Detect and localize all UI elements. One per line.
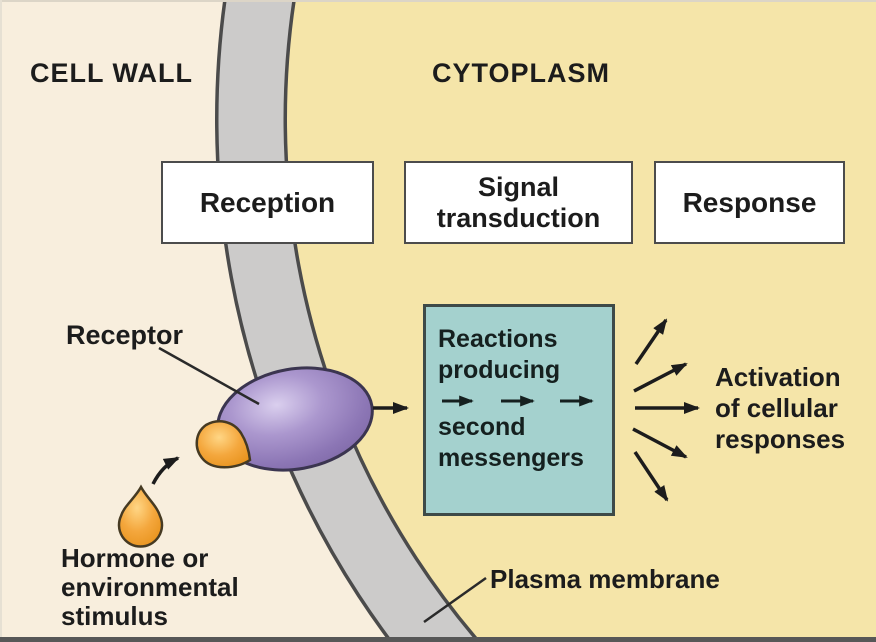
cytoplasm-label: CYTOPLASM: [432, 58, 611, 88]
plasma-membrane-label: Plasma membrane: [490, 564, 720, 594]
bound-ligand-droplet-icon: [195, 420, 252, 469]
reception-box: Reception: [161, 161, 374, 244]
signal-transduction-box-label: Signal transduction: [436, 171, 601, 233]
hormone-droplet-icon: [117, 484, 164, 548]
top-edge-line: [0, 0, 876, 2]
cell-wall-label: CELL WALL: [30, 58, 193, 88]
reaction-box-line: messengers: [438, 444, 584, 472]
fan-arrow-2: [633, 362, 688, 393]
reaction-box-line: second: [438, 413, 526, 441]
reaction-box-line: Reactions: [438, 325, 558, 353]
fan-arrow-5: [633, 451, 669, 502]
left-edge-line: [0, 0, 2, 642]
reaction-box-line: producing: [438, 356, 561, 384]
activation-responses-label: Activation of cellular responses: [715, 362, 846, 454]
response-box-label: Response: [682, 187, 817, 218]
bottom-edge-strip: [0, 637, 876, 642]
receptor-pointer-line: [158, 346, 260, 406]
reception-box-label: Reception: [199, 187, 336, 218]
reaction-chain-arrows: [442, 395, 594, 407]
plasma-membrane-band: [218, 0, 477, 642]
signal-transduction-box: Signal transduction: [404, 161, 633, 244]
response-fan-arrows: [632, 318, 700, 502]
second-messenger-reactions-box: Reactions producing second messengers: [423, 304, 615, 516]
hormone-stimulus-label: Hormone or environmental stimulus: [61, 543, 239, 631]
receptor-label: Receptor: [66, 320, 184, 350]
fan-arrow-4: [632, 427, 688, 459]
hormone-to-receptor-arrow: [151, 456, 180, 485]
fan-arrow-1: [634, 318, 668, 365]
plasma-membrane-pointer-line: [423, 576, 487, 624]
response-box: Response: [654, 161, 845, 244]
